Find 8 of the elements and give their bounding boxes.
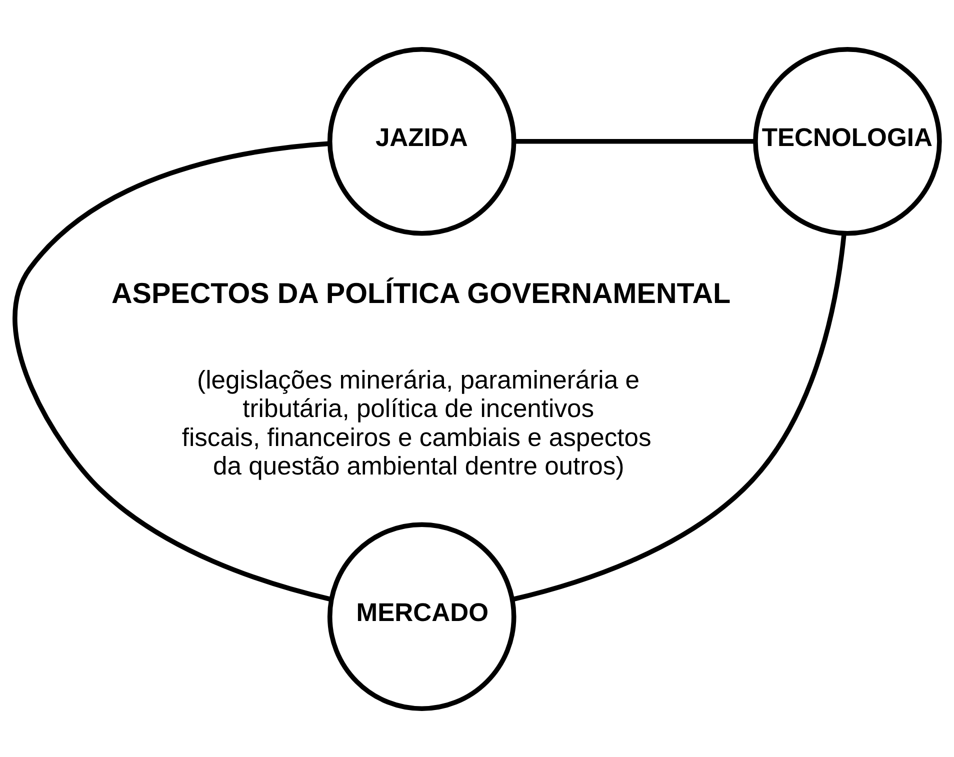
node-circle: TECNOLOGIA — [753, 46, 942, 236]
label: (legislações minerária, paraminerária e tributária, política de incentivos fiscais, financeiros e cambiais e aspectos da questão ambiental dentre outros) — [182, 366, 652, 480]
node-circle: MERCADO — [327, 522, 516, 710]
connector — [512, 232, 846, 602]
connector — [514, 138, 755, 144]
connector — [12, 140, 332, 602]
label: ASPECTOS DA POLÍTICA GOVERNAMENTAL — [111, 277, 731, 310]
node-circle: JAZIDA — [327, 46, 516, 236]
